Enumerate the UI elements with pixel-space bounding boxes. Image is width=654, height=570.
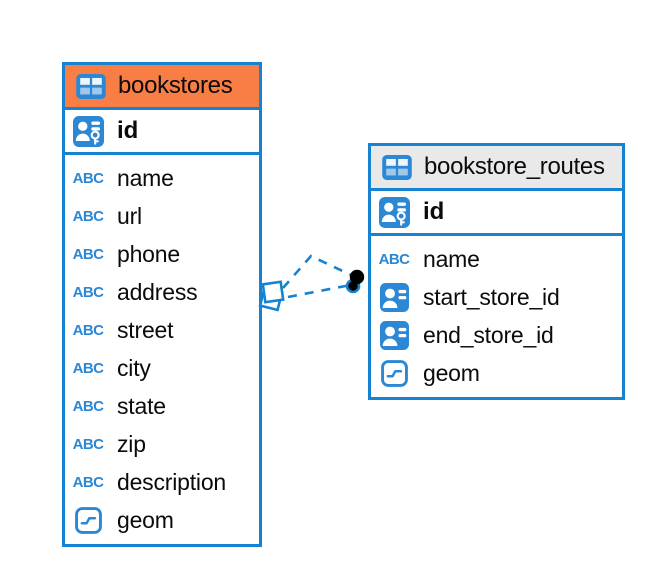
person-card-icon xyxy=(377,321,411,350)
column-row-name[interactable]: ABC name xyxy=(65,159,259,197)
column-name: url xyxy=(117,202,142,229)
text-abc-icon: ABC xyxy=(72,435,104,453)
column-name: description xyxy=(117,468,227,495)
column-row-phone[interactable]: ABC phone xyxy=(65,235,259,273)
column-name: geom xyxy=(423,359,480,386)
column-row-geom[interactable]: geom xyxy=(65,501,259,539)
text-abc-icon: ABC xyxy=(72,473,104,491)
table-node-bookstore-routes[interactable]: bookstore_routes id ABC name start_store… xyxy=(368,143,625,400)
table-icon xyxy=(74,74,108,99)
text-abc-icon: ABC xyxy=(72,245,104,263)
column-name: state xyxy=(117,392,166,419)
column-row-description[interactable]: ABC description xyxy=(65,463,259,501)
diamond-marker[interactable] xyxy=(258,280,285,312)
column-row-id[interactable]: id xyxy=(371,191,622,236)
column-name: id xyxy=(117,117,139,144)
column-name: geom xyxy=(117,506,174,533)
column-row-id[interactable]: id xyxy=(65,110,259,155)
relationship-line-upper[interactable] xyxy=(282,254,354,289)
column-row-zip[interactable]: ABC zip xyxy=(65,425,259,463)
person-key-icon xyxy=(71,116,105,147)
text-abc-icon: ABC xyxy=(72,283,104,301)
column-row-start-store-id[interactable]: start_store_id xyxy=(371,278,622,316)
text-abc-icon: ABC xyxy=(72,359,104,377)
text-abc-icon: ABC xyxy=(72,397,104,415)
table-title: bookstore_routes xyxy=(424,153,605,180)
column-name: address xyxy=(117,278,198,305)
column-row-address[interactable]: ABC address xyxy=(65,273,259,311)
geometry-icon xyxy=(71,507,105,534)
column-name: name xyxy=(117,164,174,191)
table-header-bookstores[interactable]: bookstores xyxy=(65,65,259,110)
column-row-end-store-id[interactable]: end_store_id xyxy=(371,316,622,354)
text-abc-icon: ABC xyxy=(72,169,104,187)
text-abc-icon: ABC xyxy=(72,321,104,339)
person-card-icon xyxy=(377,283,411,312)
person-key-icon xyxy=(377,197,411,228)
column-name: city xyxy=(117,354,151,381)
table-icon xyxy=(380,155,414,180)
column-row-url[interactable]: ABC url xyxy=(65,197,259,235)
column-name: street xyxy=(117,316,174,343)
column-name: name xyxy=(423,245,480,272)
table-body: ABC name ABC url ABC phone ABC address A… xyxy=(65,155,259,544)
column-name: phone xyxy=(117,240,180,267)
dot-marker[interactable] xyxy=(345,269,365,294)
relationship-line-lower[interactable] xyxy=(287,283,352,299)
column-name: start_store_id xyxy=(423,283,560,310)
column-name: end_store_id xyxy=(423,321,554,348)
column-name: id xyxy=(423,198,445,225)
table-header-bookstore-routes[interactable]: bookstore_routes xyxy=(371,146,622,191)
column-row-city[interactable]: ABC city xyxy=(65,349,259,387)
column-name: zip xyxy=(117,430,146,457)
column-row-street[interactable]: ABC street xyxy=(65,311,259,349)
table-node-bookstores[interactable]: bookstores id ABC name ABC url ABC phone… xyxy=(62,62,262,547)
column-row-state[interactable]: ABC state xyxy=(65,387,259,425)
table-body: ABC name start_store_id end_store_id ge xyxy=(371,236,622,397)
column-row-geom[interactable]: geom xyxy=(371,354,622,392)
text-abc-icon: ABC xyxy=(72,207,104,225)
text-abc-icon: ABC xyxy=(378,250,410,268)
geometry-icon xyxy=(377,360,411,387)
column-row-name[interactable]: ABC name xyxy=(371,240,622,278)
table-title: bookstores xyxy=(118,72,233,99)
